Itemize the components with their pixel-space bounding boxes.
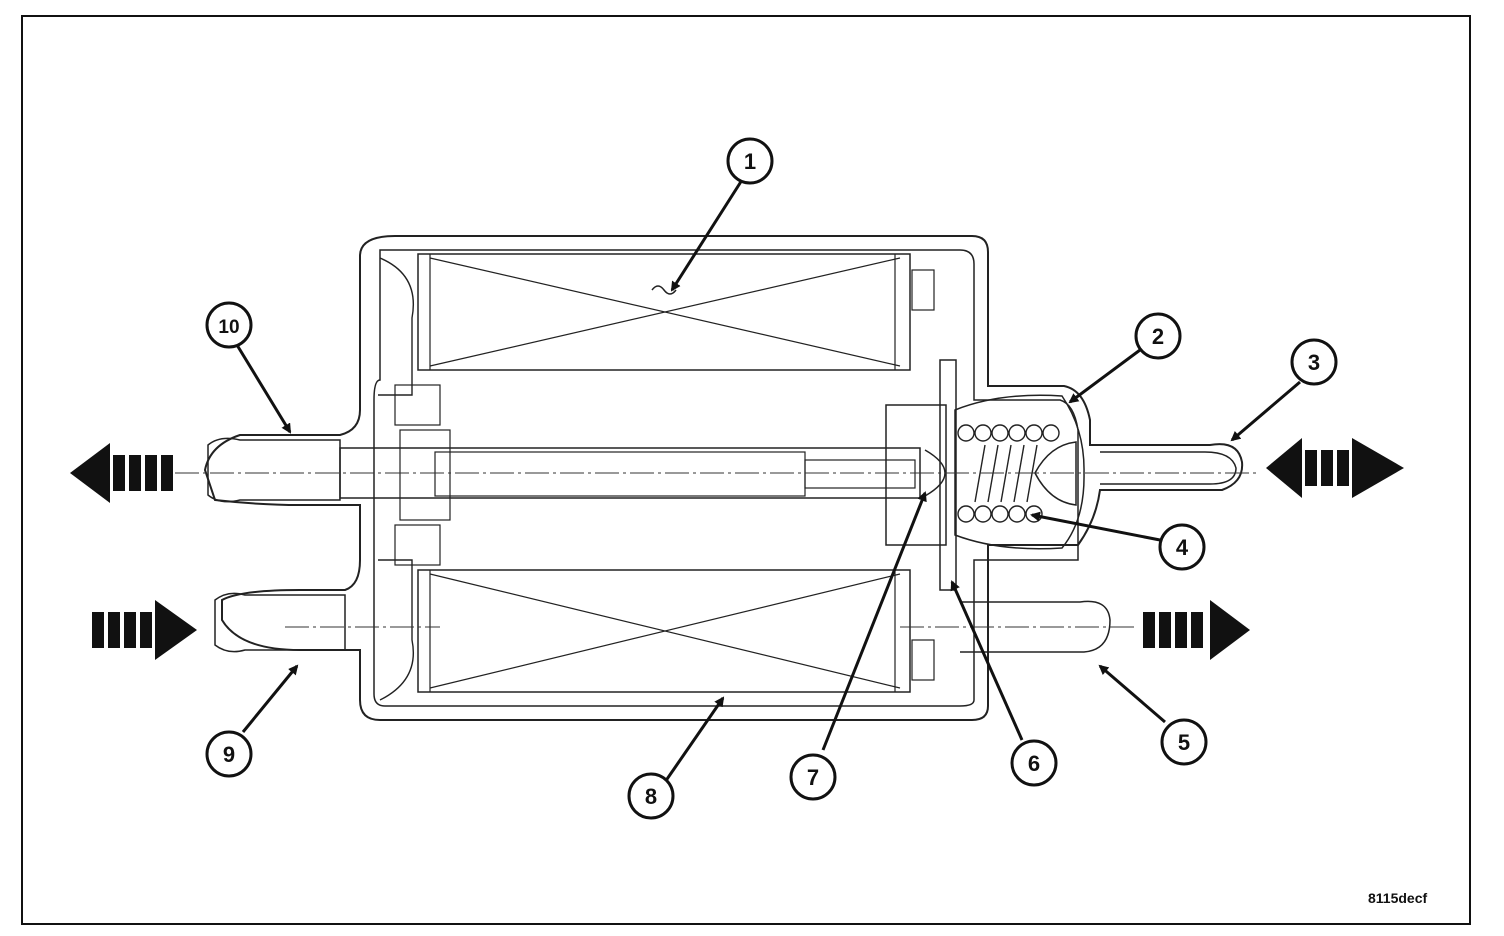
callout-label: 9 bbox=[223, 742, 235, 767]
callout-5: 5 bbox=[1160, 718, 1208, 766]
callout-label: 6 bbox=[1028, 751, 1040, 776]
flow-arrow-right-outlet bbox=[1143, 600, 1250, 660]
callout-7: 7 bbox=[789, 753, 837, 801]
flow-arrow-right-double bbox=[1266, 438, 1404, 498]
figure-code: 8115decf bbox=[1368, 890, 1428, 906]
callout-6: 6 bbox=[1010, 739, 1058, 787]
callout-2: 2 bbox=[1134, 312, 1182, 360]
callout-4: 4 bbox=[1158, 523, 1206, 571]
callout-8: 8 bbox=[627, 772, 675, 820]
callout-label: 4 bbox=[1176, 535, 1189, 560]
callout-9: 9 bbox=[205, 730, 253, 778]
callout-label: 8 bbox=[645, 784, 657, 809]
callout-label: 1 bbox=[744, 149, 756, 174]
callout-3: 3 bbox=[1290, 338, 1338, 386]
pump-assembly bbox=[203, 235, 1244, 721]
centerlines bbox=[175, 472, 1260, 628]
flow-arrow-left-outlet bbox=[70, 443, 173, 503]
callout-label: 7 bbox=[807, 765, 819, 790]
callout-label: 2 bbox=[1152, 324, 1164, 349]
flow-arrow-left-inlet bbox=[92, 600, 197, 660]
pump-housing bbox=[203, 235, 1244, 721]
callout-10: 10 bbox=[205, 301, 253, 349]
leader-lines bbox=[235, 179, 1301, 783]
callout-label: 3 bbox=[1308, 350, 1320, 375]
figure-frame bbox=[21, 15, 1471, 925]
callout-label: 10 bbox=[218, 317, 239, 338]
callout-1: 1 bbox=[726, 137, 774, 185]
callout-label: 5 bbox=[1178, 730, 1190, 755]
